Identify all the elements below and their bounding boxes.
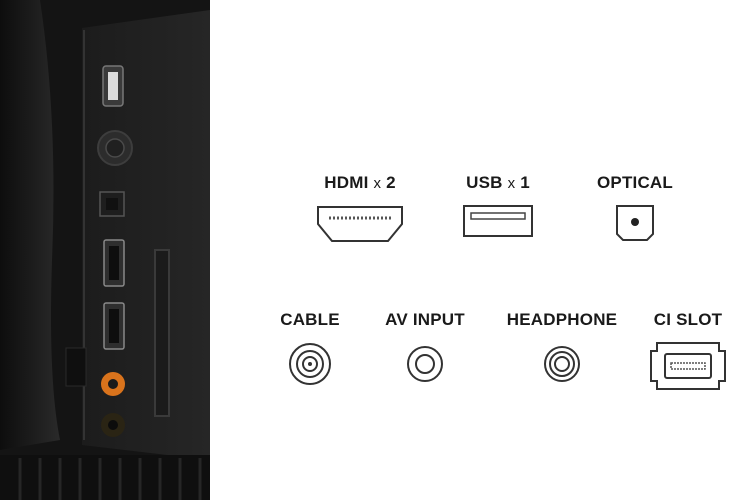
hdmi-label: HDMI x 2 (324, 173, 395, 193)
optical-label: OPTICAL (596, 173, 673, 192)
cable-label: CABLE (280, 310, 340, 329)
hdmi-port-icon (317, 206, 403, 242)
ci-slot-label: CI SLOT (653, 310, 723, 329)
tv-rear-panel-photo (0, 0, 210, 500)
cable-port-group: CABLE (270, 310, 350, 386)
usb-label: USB x 1 (466, 173, 530, 193)
usb-port-icon (463, 205, 533, 237)
headphone-port-group: HEADPHONE (497, 310, 627, 384)
av-input-jack-icon (407, 346, 443, 382)
usb-multiplier: x (507, 175, 516, 192)
tv-shell-edge (0, 0, 60, 450)
ci-slot-photo (154, 249, 170, 417)
coax-port-photo (97, 130, 133, 166)
usb-port-group: USB x 1 (450, 173, 546, 238)
hdmi-port-photo-2 (103, 302, 125, 350)
port-panel (82, 10, 210, 460)
ci-slot-icon (650, 342, 726, 390)
usb-name: USB (466, 173, 503, 192)
optical-port-photo (99, 191, 125, 217)
headphone-label: HEADPHONE (506, 310, 618, 329)
usb-count: 1 (520, 173, 530, 192)
headphone-jack-icon (544, 346, 580, 382)
av-input-label: AV INPUT (385, 310, 465, 329)
hdmi-port-photo-1 (103, 239, 125, 287)
hdmi-port-group: HDMI x 2 (310, 173, 410, 244)
av-input-port-group: AV INPUT (375, 310, 475, 384)
optical-port-group: OPTICAL (585, 173, 685, 242)
coaxial-port-icon (289, 343, 331, 385)
ci-slot-group: CI SLOT (644, 310, 732, 391)
hdmi-multiplier: x (373, 175, 382, 192)
headphone-jack-photo (101, 413, 125, 437)
hdmi-count: 2 (386, 173, 396, 192)
hdmi-name: HDMI (324, 173, 369, 192)
tv-rear-panel-illustration (0, 0, 210, 500)
optical-port-icon (616, 205, 654, 241)
av-jack-photo (101, 372, 125, 396)
usb-port-photo (102, 65, 124, 107)
